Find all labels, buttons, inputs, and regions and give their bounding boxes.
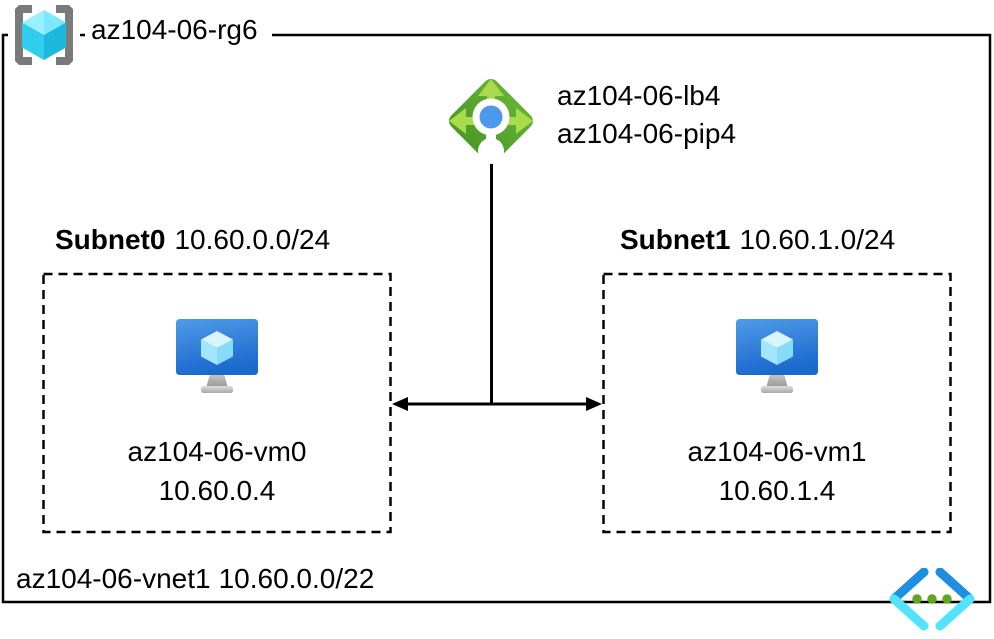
vm1-labels: az104-06-vm1 10.60.1.4 [602,432,952,510]
subnet1-header: Subnet1 10.60.1.0/24 [620,223,895,257]
subnet0-name: Subnet0 [55,224,166,255]
arrowhead-left-icon [392,397,408,411]
load-balancer-labels: az104-06-lb4 az104-06-pip4 [557,77,736,153]
subnet-box-0 [42,272,392,534]
subnet0-header: Subnet0 10.60.0.0/24 [55,223,330,257]
resource-group-label: az104-06-rg6 [85,11,272,49]
resource-group-boundary [1,33,992,604]
subnet0-address-range: 10.60.0.0/24 [174,224,331,255]
arrowhead-right-icon [586,397,602,411]
public-ip-name: az104-06-pip4 [557,118,737,149]
vnet-address-space: 10.60.0.0/22 [218,563,375,594]
vm0-labels: az104-06-vm0 10.60.0.4 [42,432,392,510]
vm1-name: az104-06-vm1 [687,436,867,467]
vm1-ip: 10.60.1.4 [718,475,836,506]
load-balancer-icon [449,79,533,164]
vnet-name: az104-06-vnet1 [16,563,211,594]
load-balancer-name: az104-06-lb4 [557,80,721,111]
vm0-name: az104-06-vm0 [127,436,307,467]
virtual-machine-icon [736,319,818,393]
subnet1-address-range: 10.60.1.0/24 [739,224,896,255]
virtual-network-icon [889,568,975,631]
virtual-machine-icon [176,319,258,393]
vm0-ip: 10.60.0.4 [158,475,276,506]
subnet-box-1 [602,272,952,534]
subnet1-name: Subnet1 [620,224,731,255]
resource-group-icon [8,4,80,66]
